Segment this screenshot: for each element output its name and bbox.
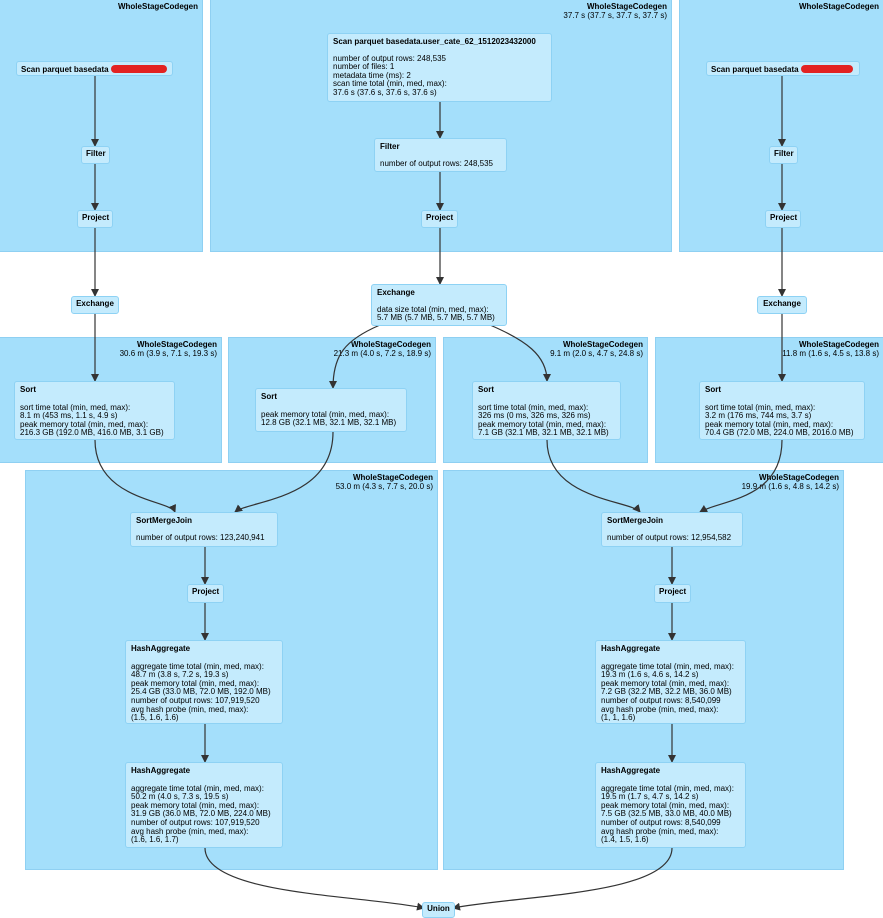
project-node-join-right[interactable]: Project <box>654 584 691 603</box>
project-node-join-left[interactable]: Project <box>187 584 224 603</box>
node-title: Project <box>82 213 110 222</box>
exchange-node-left[interactable]: Exchange <box>71 296 119 314</box>
node-metrics: sort time total (min, med, max): 326 ms … <box>478 402 609 438</box>
project-node-left[interactable]: Project <box>77 210 113 228</box>
node-title: Union <box>427 904 450 913</box>
sort-node-1[interactable]: Sort sort time total (min, med, max): 8.… <box>14 381 175 440</box>
cluster-title: WholeStageCodegen <box>117 2 198 11</box>
sort-node-3[interactable]: Sort sort time total (min, med, max): 32… <box>472 381 621 440</box>
hashaggregate-node-left-2[interactable]: HashAggregate aggregate time total (min,… <box>125 762 283 848</box>
exchange-node-mid[interactable]: Exchange data size total (min, med, max)… <box>371 284 507 326</box>
node-title: Filter <box>774 149 794 158</box>
union-node[interactable]: Union <box>422 902 455 918</box>
hashaggregate-node-right-2[interactable]: HashAggregate aggregate time total (min,… <box>595 762 746 848</box>
filter-node-left[interactable]: Filter <box>81 146 110 164</box>
filter-node-right[interactable]: Filter <box>769 146 798 164</box>
codegen-cluster-scan-right: WholeStageCodegen <box>679 0 883 252</box>
node-title: Scan parquet basedata <box>21 65 109 74</box>
filter-node-mid[interactable]: Filter number of output rows: 248,535 <box>374 138 507 172</box>
project-node-right[interactable]: Project <box>765 210 801 228</box>
node-metrics: number of output rows: 248,535 number of… <box>333 53 447 97</box>
scan-node-mid[interactable]: Scan parquet basedata.user_cate_62_15120… <box>327 33 552 102</box>
node-title: HashAggregate <box>601 766 661 775</box>
sortmergejoin-node-right[interactable]: SortMergeJoin number of output rows: 12,… <box>601 512 743 547</box>
node-metrics: number of output rows: 248,535 <box>380 158 493 168</box>
sortmergejoin-node-left[interactable]: SortMergeJoin number of output rows: 123… <box>130 512 278 547</box>
node-metrics: number of output rows: 123,240,941 <box>136 532 265 542</box>
cluster-title: WholeStageCodegen <box>798 2 879 11</box>
node-title: Filter <box>380 142 400 151</box>
node-title: Sort <box>705 385 721 394</box>
exchange-node-right[interactable]: Exchange <box>757 296 807 314</box>
node-title: Project <box>770 213 798 222</box>
node-title: Filter <box>86 149 106 158</box>
node-title: HashAggregate <box>131 644 191 653</box>
node-metrics: aggregate time total (min, med, max): 19… <box>601 661 734 723</box>
node-metrics: aggregate time total (min, med, max): 19… <box>601 783 734 845</box>
scan-node-right[interactable]: Scan parquet basedata <box>706 61 860 76</box>
node-title: Project <box>659 587 687 596</box>
hashaggregate-node-right-1[interactable]: HashAggregate aggregate time total (min,… <box>595 640 746 724</box>
node-title: SortMergeJoin <box>136 516 193 525</box>
node-metrics: data size total (min, med, max): 5.7 MB … <box>377 304 495 323</box>
node-title: Sort <box>478 385 494 394</box>
node-metrics: sort time total (min, med, max): 8.1 m (… <box>20 402 164 438</box>
node-metrics: number of output rows: 12,954,582 <box>607 532 732 542</box>
node-title: Exchange <box>76 299 114 308</box>
node-title: Project <box>426 213 454 222</box>
node-title: Sort <box>20 385 36 394</box>
node-title: Exchange <box>763 299 801 308</box>
node-title: Scan parquet basedata <box>711 65 799 74</box>
node-title: HashAggregate <box>131 766 191 775</box>
redaction-mark <box>110 65 167 73</box>
node-title: SortMergeJoin <box>607 516 664 525</box>
hashaggregate-node-left-1[interactable]: HashAggregate aggregate time total (min,… <box>125 640 283 724</box>
project-node-mid[interactable]: Project <box>421 210 458 228</box>
node-title: Sort <box>261 392 277 401</box>
scan-node-left[interactable]: Scan parquet basedata <box>16 61 173 76</box>
node-metrics: aggregate time total (min, med, max): 50… <box>131 783 271 845</box>
redaction-mark <box>800 65 853 73</box>
node-metrics: peak memory total (min, med, max): 12.8 … <box>261 409 397 428</box>
node-metrics: sort time total (min, med, max): 3.2 m (… <box>705 402 854 438</box>
node-title: Project <box>192 587 220 596</box>
node-title: HashAggregate <box>601 644 661 653</box>
node-metrics: aggregate time total (min, med, max): 48… <box>131 661 271 723</box>
node-title: Exchange <box>377 288 415 297</box>
node-title: Scan parquet basedata.user_cate_62_15120… <box>333 37 536 46</box>
sort-node-2[interactable]: Sort peak memory total (min, med, max): … <box>255 388 407 432</box>
sort-node-4[interactable]: Sort sort time total (min, med, max): 3.… <box>699 381 865 440</box>
